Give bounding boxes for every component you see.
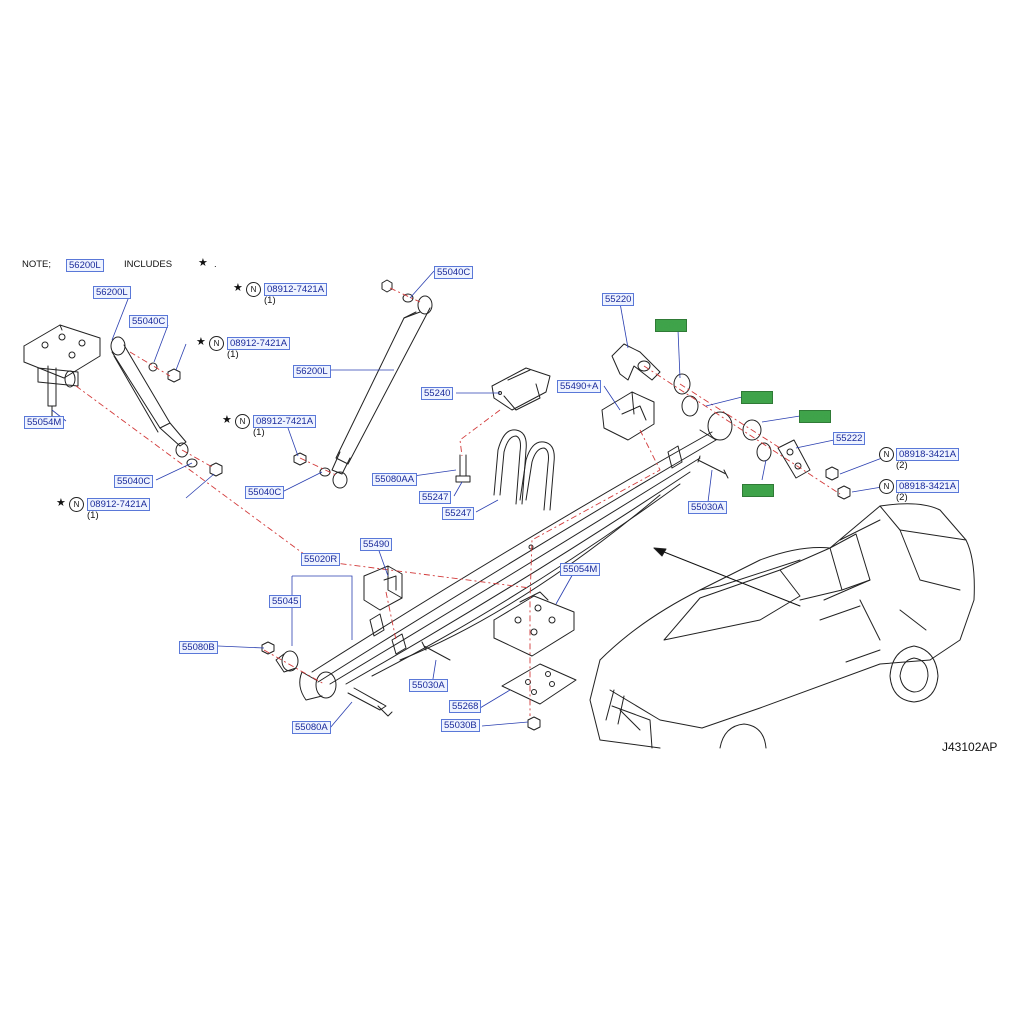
nut-symbol-icon: N bbox=[69, 497, 84, 512]
pickup-truck bbox=[589, 503, 975, 749]
bushing-3 bbox=[707, 411, 733, 441]
star-icon: ★ bbox=[56, 497, 66, 509]
part-label-55240[interactable]: 55240 bbox=[421, 387, 454, 400]
nut-part-label[interactable]: 08918-3421A bbox=[896, 480, 960, 493]
note-part-link[interactable]: 56200L bbox=[66, 259, 104, 272]
shackle-55220 bbox=[611, 343, 661, 381]
nut-qty: (2) bbox=[896, 492, 908, 503]
bump-stop-55490A bbox=[601, 391, 655, 441]
nut-55030B bbox=[527, 716, 541, 731]
nut-symbol-icon: N bbox=[246, 282, 261, 297]
left-shock-absorber bbox=[110, 336, 223, 477]
spring-clip-3 bbox=[667, 445, 683, 469]
nut-part-label[interactable]: 08912-7421A bbox=[253, 415, 317, 428]
assembly-lines bbox=[75, 287, 841, 716]
part-label-55490[interactable]: 55490 bbox=[360, 538, 393, 551]
nut-qty: (1) bbox=[87, 510, 99, 521]
locator-arrow bbox=[653, 547, 801, 607]
part-label-55020R[interactable]: 55020R bbox=[301, 553, 341, 566]
part-label-55046-highlighted[interactable]: 55046 bbox=[655, 319, 688, 332]
part-label-55247[interactable]: 55247 bbox=[419, 491, 452, 504]
nut-part-label[interactable]: 08918-3421A bbox=[896, 448, 960, 461]
part-label-55040C[interactable]: 55040C bbox=[129, 315, 169, 328]
part-label-55220[interactable]: 55220 bbox=[602, 293, 635, 306]
part-label-55046-highlighted[interactable]: 55046 bbox=[741, 391, 774, 404]
note-star-icon: ★ bbox=[198, 257, 208, 269]
part-label-55490A[interactable]: 55490+A bbox=[557, 380, 602, 393]
part-label-55268[interactable]: 55268 bbox=[449, 700, 482, 713]
part-label-56200L[interactable]: 56200L bbox=[293, 365, 331, 378]
plate-55268 bbox=[501, 663, 577, 705]
front-eye bbox=[261, 641, 393, 717]
bolt-55030A-lower bbox=[421, 641, 451, 661]
bushing-4 bbox=[742, 419, 762, 441]
shackle-plate-55222 bbox=[777, 439, 811, 479]
lower-mount-55054M bbox=[493, 591, 575, 657]
nut-part-label[interactable]: 08912-7421A bbox=[264, 283, 328, 296]
bracket-55240 bbox=[491, 367, 551, 411]
part-label-55045[interactable]: 55045 bbox=[269, 595, 302, 608]
part-label-55030A[interactable]: 55030A bbox=[688, 501, 727, 514]
nut-symbol-icon: N bbox=[879, 447, 894, 462]
bushing-1 bbox=[673, 373, 691, 395]
note-includes: INCLUDES bbox=[124, 259, 173, 270]
nut-symbol-icon: N bbox=[879, 479, 894, 494]
part-label-55046-highlighted[interactable]: 55046 bbox=[742, 484, 775, 497]
diagram-code: J43102AP bbox=[942, 740, 998, 754]
part-label-55030B[interactable]: 55030B bbox=[441, 719, 480, 732]
leaf-spring-55020R bbox=[311, 429, 717, 685]
nut-qty: (1) bbox=[253, 427, 265, 438]
part-label-55080B[interactable]: 55080B bbox=[179, 641, 218, 654]
nut-symbol-icon: N bbox=[209, 336, 224, 351]
u-bolts-55247 bbox=[493, 429, 555, 511]
spring-clip-2 bbox=[391, 633, 407, 655]
part-label-55030A[interactable]: 55030A bbox=[409, 679, 448, 692]
part-label-55040C[interactable]: 55040C bbox=[114, 475, 154, 488]
bolt-55030A-upper bbox=[697, 455, 729, 479]
nut-qty: (1) bbox=[227, 349, 239, 360]
part-label-55046-highlighted[interactable]: 55046 bbox=[799, 410, 832, 423]
star-icon: ★ bbox=[233, 282, 243, 294]
nut-symbol-icon: N bbox=[235, 414, 250, 429]
bushing-5 bbox=[756, 442, 772, 462]
part-label-55054M[interactable]: 55054M bbox=[560, 563, 601, 576]
bump-stop-55490 bbox=[363, 565, 403, 611]
part-label-55247[interactable]: 55247 bbox=[442, 507, 475, 520]
left-mount-bracket bbox=[23, 324, 101, 419]
star-icon: ★ bbox=[196, 336, 206, 348]
star-icon: ★ bbox=[222, 414, 232, 426]
part-label-55040C[interactable]: 55040C bbox=[434, 266, 474, 279]
part-label-55080A[interactable]: 55080A bbox=[292, 721, 331, 734]
part-label-55222[interactable]: 55222 bbox=[833, 432, 866, 445]
nut-part-label[interactable]: 08912-7421A bbox=[87, 498, 151, 511]
bushing-2 bbox=[681, 395, 699, 417]
spring-clip-1 bbox=[369, 613, 385, 637]
part-label-55080AA[interactable]: 55080AA bbox=[372, 473, 418, 486]
note-prefix: NOTE; bbox=[22, 259, 52, 270]
note-suffix: . bbox=[214, 259, 217, 270]
leader-lines bbox=[51, 270, 883, 729]
nut-qty: (2) bbox=[896, 460, 908, 471]
part-label-55040C[interactable]: 55040C bbox=[245, 486, 285, 499]
nut-qty: (1) bbox=[264, 295, 276, 306]
part-label-56200L[interactable]: 56200L bbox=[93, 286, 131, 299]
nut-part-label[interactable]: 08912-7421A bbox=[227, 337, 291, 350]
bolt-55080AA bbox=[455, 454, 471, 483]
part-label-55054M[interactable]: 55054M bbox=[24, 416, 65, 429]
center-shock-absorber bbox=[293, 279, 433, 489]
